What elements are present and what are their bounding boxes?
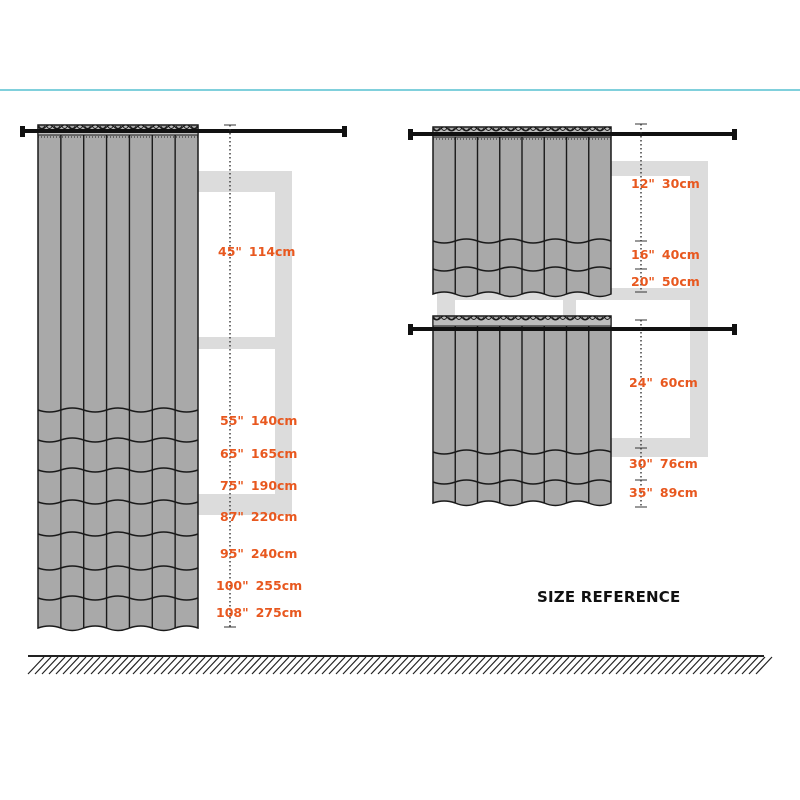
measure-label-16: 16"40cm [631, 247, 700, 262]
curtain-rods [20, 126, 737, 335]
measure-label-87: 87"220cm [220, 509, 297, 524]
measure-label-24: 24"60cm [629, 375, 698, 390]
measure-label-20: 20"50cm [631, 274, 700, 289]
upper-tier-curtain [432, 126, 612, 298]
lower-tier-measurements: 24"60cm 30"76cm 35"89cm [629, 375, 698, 500]
measure-label-55: 55"140cm [220, 413, 297, 428]
lower-tier-curtain [432, 315, 612, 507]
measure-line-long [224, 124, 236, 628]
upper-tier-measurements: 12"30cm 16"40cm 20"50cm [631, 176, 700, 289]
measure-label-12: 12"30cm [631, 176, 700, 191]
measure-line-lower-tier [635, 319, 647, 508]
measure-label-30: 30"76cm [629, 456, 698, 471]
long-curtain-panel [37, 124, 199, 632]
measure-line-upper-tier [635, 123, 647, 293]
long-panel-measurements: 45"114cm 55"140cm 65"165cm 75"190cm 87"2… [216, 244, 302, 620]
left-window [196, 171, 292, 515]
lower-right-rod [408, 324, 737, 335]
measure-label-108: 108"275cm [216, 605, 302, 620]
upper-right-rod [408, 129, 737, 140]
measure-label-35: 35"89cm [629, 485, 698, 500]
left-rod [20, 126, 347, 137]
measure-label-75: 75"190cm [220, 478, 297, 493]
measure-label-45: 45"114cm [218, 244, 295, 259]
measure-label-100: 100"255cm [216, 578, 302, 593]
measure-label-95: 95"240cm [220, 546, 297, 561]
measure-label-65: 65"165cm [220, 446, 297, 461]
size-reference-title: SIZE REFERENCE [537, 588, 680, 606]
floor-hatching [27, 655, 773, 675]
